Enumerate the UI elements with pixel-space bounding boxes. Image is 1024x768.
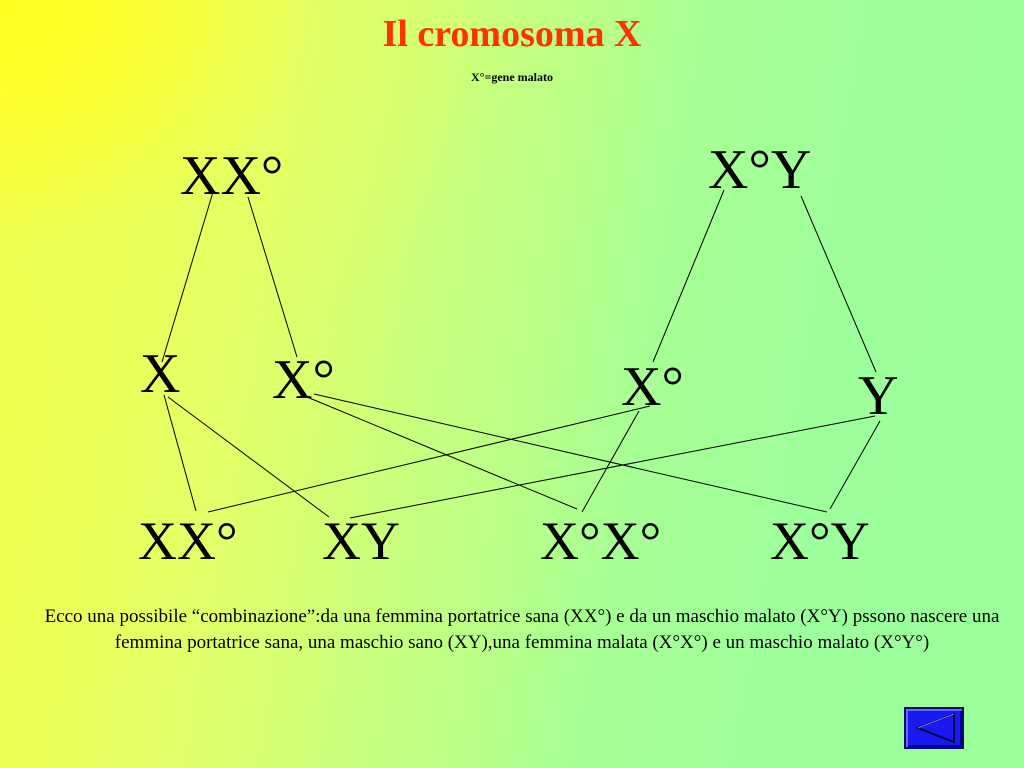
slide-title: Il cromosoma X <box>382 13 642 55</box>
line-x-to-child1 <box>163 394 197 512</box>
triangle-left-icon <box>915 712 955 744</box>
line-fxd-to-child3 <box>581 410 640 513</box>
line-y-to-child2 <box>349 415 876 519</box>
line-father-to-y <box>800 195 877 373</box>
line-x-to-child2 <box>167 396 330 518</box>
line-mother-to-x <box>161 191 214 363</box>
gamete-mother-xd: X° <box>272 349 335 411</box>
slide-subtitle: X°=gene malato <box>471 70 553 84</box>
gamete-father-xd: X° <box>621 356 684 418</box>
child-1-genotype: XX° <box>138 511 238 571</box>
back-button[interactable] <box>904 707 964 749</box>
line-fxd-to-child1 <box>207 405 651 513</box>
mother-genotype: XX° <box>180 145 284 207</box>
line-xd-to-child4 <box>313 393 828 513</box>
father-genotype: X°Y <box>708 139 812 201</box>
child-2-genotype: XY <box>322 511 400 571</box>
gamete-mother-x: X <box>140 343 181 405</box>
slide-caption: Ecco una possibile “combinazione”:da una… <box>44 606 1000 653</box>
line-father-to-xd <box>652 189 725 363</box>
line-y-to-child4 <box>829 420 881 510</box>
line-xd-to-child3 <box>306 396 578 510</box>
gamete-father-y: Y <box>858 365 899 427</box>
child-4-genotype: X°Y <box>770 511 870 571</box>
line-mother-to-xd <box>247 196 298 358</box>
child-3-genotype: X°X° <box>540 511 662 571</box>
